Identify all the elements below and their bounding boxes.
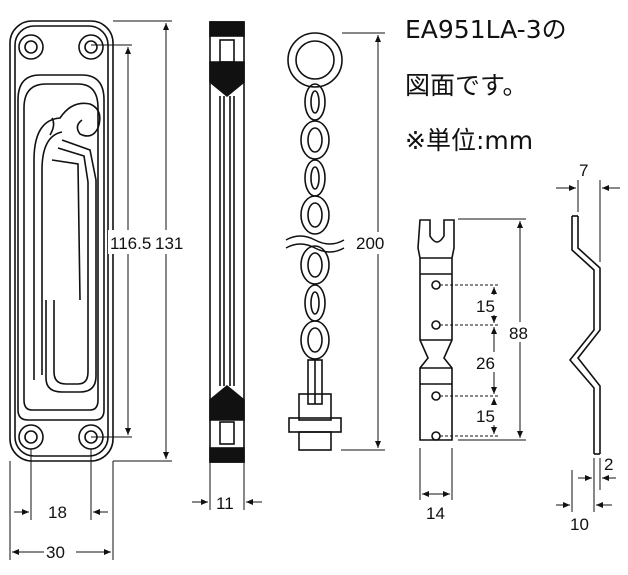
dim-spring-offset-bottom: 10 [570,515,589,534]
dim-plate-outer-height: 131 [155,234,183,253]
latch-dimensions [419,218,526,500]
rail-side-view [209,21,245,463]
note-drawing-caption: 図面です。 [405,71,528,100]
rail-dimensions [192,462,262,510]
dim-latch-width: 14 [426,504,445,523]
spring-dimensions [556,180,620,512]
dim-latch-pitch-top: 15 [476,297,495,316]
spring-clip [568,215,601,455]
dim-latch-height: 88 [509,324,528,343]
dim-spring-offset-top: 7 [579,161,588,180]
dim-plate-inner-height: 116.5 [110,234,151,253]
chain-break-mark-top [285,235,345,245]
dim-latch-pitch-bottom: 15 [476,407,495,426]
note-units: ※単位:mm [405,126,534,155]
dim-plate-width: 30 [46,543,65,562]
dim-plate-hole-spacing: 18 [48,503,67,522]
chain-break-mark-bottom [285,243,345,253]
dim-rail-width: 11 [216,494,234,513]
dim-latch-pitch-mid: 26 [476,354,495,373]
note-model-number: EA951LA-3の [405,15,567,44]
plate-front-view [9,20,114,462]
chain [287,32,343,451]
dim-spring-thickness: 2 [604,455,613,474]
dim-chain-length: 200 [356,234,384,253]
latch [417,219,455,441]
